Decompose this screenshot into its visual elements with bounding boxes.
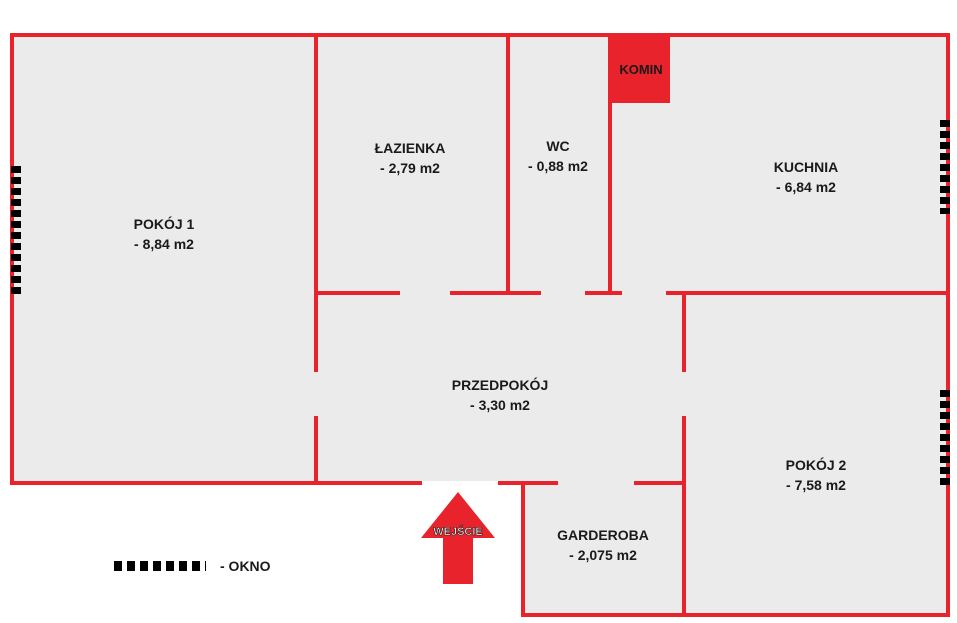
arrow-up-icon: WEJŚCIE	[421, 492, 495, 584]
window-symbol-icon	[11, 166, 21, 294]
label-pokoj-1: POKÓJ 1 - 8,84 m2	[134, 214, 195, 254]
legend: - OKNO	[114, 558, 271, 574]
door-pokoj-2	[682, 372, 686, 416]
room-area: - 3,30 m2	[470, 397, 530, 413]
komin-label: KOMIN	[619, 61, 663, 77]
label-przedpokoj: PRZEDPOKÓJ - 3,30 m2	[452, 375, 548, 415]
window-symbol-icon	[114, 561, 206, 571]
room-name: POKÓJ 1	[133, 216, 195, 232]
legend-window-label: - OKNO	[220, 558, 271, 574]
room-area: - 0,88 m2	[528, 158, 588, 174]
room-pokoj-2	[682, 291, 950, 617]
room-area: - 6,84 m2	[776, 179, 836, 195]
room-wc	[506, 33, 612, 295]
door-wc	[541, 291, 585, 295]
label-wc: WC - 0,88 m2	[528, 136, 588, 176]
room-area: - 2,075 m2	[569, 547, 637, 563]
label-garderoba: GARDEROBA - 2,075 m2	[557, 525, 649, 565]
room-garderoba	[521, 481, 686, 617]
entrance-label: WEJŚCIE	[433, 525, 483, 538]
room-lazienka	[314, 33, 510, 295]
door-pokoj-1	[314, 372, 318, 416]
room-name: ŁAZIENKA	[374, 140, 446, 156]
label-pokoj-2: POKÓJ 2 - 7,58 m2	[786, 455, 847, 495]
label-lazienka: ŁAZIENKA - 2,79 m2	[375, 138, 446, 178]
room-name: PRZEDPOKÓJ	[451, 377, 549, 393]
door-lazienka	[400, 291, 450, 295]
label-kuchnia: KUCHNIA - 6,84 m2	[774, 157, 839, 197]
room-area: - 7,58 m2	[786, 477, 846, 493]
door-kuchnia	[622, 291, 666, 295]
room-name: GARDEROBA	[557, 527, 649, 543]
window-symbol-icon	[940, 390, 950, 486]
komin: KOMIN	[612, 35, 670, 103]
entrance-corridor-gap	[498, 485, 521, 493]
room-name: POKÓJ 2	[785, 457, 847, 473]
room-area: - 2,79 m2	[380, 160, 440, 176]
room-pokoj-1	[10, 33, 318, 485]
room-area: - 8,84 m2	[134, 236, 194, 252]
room-name: WC	[546, 138, 570, 154]
room-name: KUCHNIA	[773, 159, 839, 175]
door-garderoba	[558, 481, 634, 485]
window-symbol-icon	[940, 120, 950, 214]
entrance-opening	[422, 481, 498, 485]
